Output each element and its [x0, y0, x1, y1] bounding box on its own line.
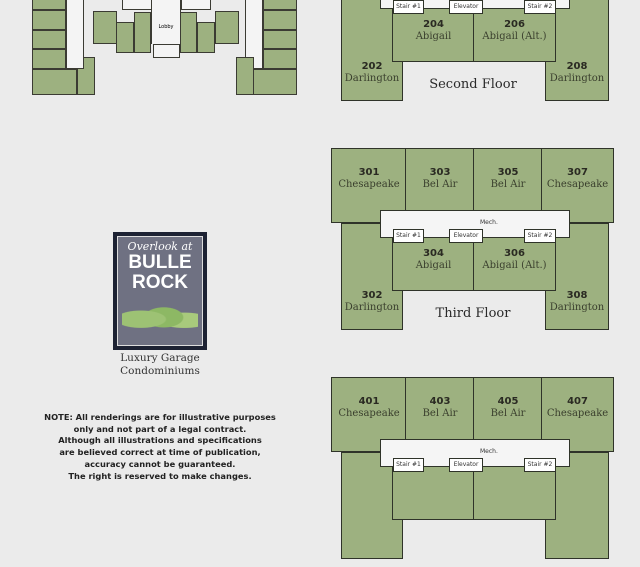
- unit-number: 204: [423, 19, 444, 30]
- unit-number: 401: [358, 396, 380, 407]
- disclaimer-note: NOTE: All renderings are for illustrativ…: [40, 412, 280, 482]
- stair-1: Stair #1: [393, 0, 424, 14]
- unit-number: 305: [497, 167, 519, 178]
- unit-model-name: Chesapeake: [546, 408, 609, 419]
- garage-level-plan: Lobby: [0, 0, 320, 100]
- stair-1: Stair #1: [393, 229, 424, 243]
- unit-model-name: Abigail: [415, 260, 452, 271]
- floor-title: Second Floor: [429, 77, 517, 92]
- unit-model-name: Darlington: [344, 302, 400, 313]
- unit-model-name: Darlington: [549, 302, 605, 313]
- unit-number: 302: [361, 290, 383, 301]
- unit-number: 304: [423, 248, 444, 259]
- elevator: Elevator: [449, 229, 483, 243]
- unit-model-name: Chesapeake: [546, 179, 609, 190]
- mech-room-label: Mech.: [480, 448, 498, 455]
- unit-model-name: Chesapeake: [338, 408, 400, 419]
- unit-model-name: Bel Air: [422, 179, 458, 190]
- unit-model-name: Abigail: [415, 31, 452, 42]
- unit-number: 206: [504, 19, 525, 30]
- elevator: Elevator: [449, 458, 483, 472]
- unit-number: 307: [567, 167, 588, 178]
- mech-room-label: Mech.: [480, 219, 498, 226]
- note-line: Although all illustrations and specifica…: [58, 435, 262, 446]
- overlook-bulle-rock-logo: Overlook at BULLE ROCK: [113, 232, 207, 350]
- unit-model-name: Bel Air: [490, 408, 526, 419]
- unit-model-name: Darlington: [549, 73, 605, 84]
- note-line: accuracy cannot be guaranteed.: [84, 458, 236, 469]
- unit-number: 405: [497, 396, 519, 407]
- unit-model-name: Darlington: [344, 73, 400, 84]
- unit-number: 208: [566, 61, 588, 72]
- logo-line1: Overlook at: [127, 240, 193, 253]
- unit-model-name: Abigail (Alt.): [482, 31, 547, 42]
- elevator: Elevator: [449, 0, 483, 14]
- stair-2: Stair #2: [524, 0, 556, 14]
- stair-2: Stair #2: [524, 458, 556, 472]
- unit-model-name: Chesapeake: [338, 179, 400, 190]
- trees-image: [122, 303, 198, 339]
- note-line: are believed correct at time of publicat…: [59, 447, 261, 458]
- unit-model-name: Bel Air: [422, 408, 458, 419]
- logo-line3: ROCK: [132, 272, 188, 293]
- unit-number: 301: [358, 167, 380, 178]
- unit-number: 308: [566, 290, 588, 301]
- unit-number: 407: [567, 396, 588, 407]
- unit-number: 306: [504, 248, 525, 259]
- stair-2: Stair #2: [524, 229, 556, 243]
- stair-1: Stair #1: [393, 458, 424, 472]
- unit-number: 303: [429, 167, 451, 178]
- tagline-line: Luxury Garage: [120, 352, 200, 364]
- unit-number: 403: [429, 396, 451, 407]
- unit-model-name: Bel Air: [490, 179, 526, 190]
- unit-number: 202: [361, 61, 383, 72]
- unit-model-name: Abigail (Alt.): [482, 260, 547, 271]
- floor-title: Third Floor: [435, 306, 511, 321]
- tagline: Luxury Garage Condominiums: [80, 352, 240, 378]
- note-line: The right is reserved to make changes.: [68, 470, 252, 481]
- lobby-label: Lobby: [158, 24, 174, 30]
- tagline-line: Condominiums: [120, 365, 200, 377]
- note-line: only and not part of a legal contract.: [73, 423, 247, 434]
- logo-line2: BULLE: [128, 252, 192, 273]
- note-line: NOTE: All renderings are for illustrativ…: [44, 412, 276, 422]
